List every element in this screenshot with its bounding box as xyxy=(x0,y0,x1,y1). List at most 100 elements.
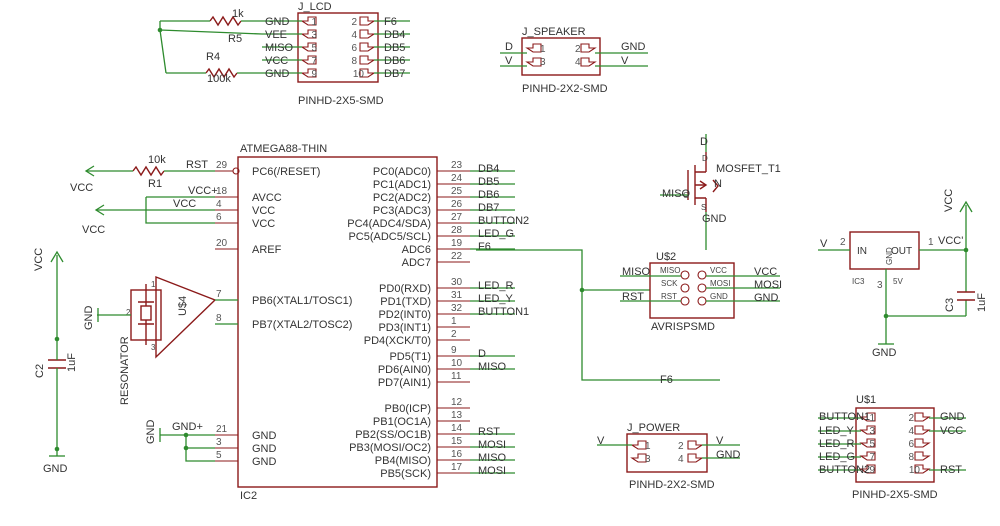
u1-pin-4: 4 xyxy=(908,426,914,437)
j-speaker-name: J_SPEAKER xyxy=(522,26,586,38)
ic3-net-vcc: VCC xyxy=(943,189,955,212)
ic2-pin-label: PD3(INT1) xyxy=(378,322,431,334)
mosfet-pin-d: D xyxy=(702,154,708,163)
j-lcd-net-vee: VEE xyxy=(265,29,287,41)
j-power-connector[interactable]: J_POWER PINHD-2X2-SMD 1 3 2 4 xyxy=(626,422,715,491)
ic2-pin-number: 15 xyxy=(451,436,463,447)
u1-net-vcc: VCC xyxy=(940,425,963,437)
j-lcd-name: J_LCD xyxy=(298,1,332,13)
ic2-pin-number: 10 xyxy=(451,358,463,369)
ic2-name: IC2 xyxy=(240,490,257,502)
ic2-pin-label: PD0(RXD) xyxy=(379,283,431,295)
j-lcd-pin-6: 6 xyxy=(351,43,357,54)
c3-name: C3 xyxy=(944,298,956,312)
u2-net-mosi: MOSI xyxy=(754,279,782,291)
avrisp-u2[interactable]: U$2 AVRISPSMD MISO SCK RST VCC MOSI GND xyxy=(649,251,735,333)
j-power-net-v-right: V xyxy=(716,435,724,447)
ic2-pin-number: 7 xyxy=(216,289,222,300)
u1-net-led-y: LED_Y xyxy=(819,425,855,437)
j-lcd-pin-9: 9 xyxy=(311,69,317,80)
u2-net-gnd: GND xyxy=(754,292,779,304)
resonator-u4[interactable]: U$4 RESONATOR 1 2 3 xyxy=(119,275,217,405)
ic2-net-label: DB4 xyxy=(478,163,499,175)
ic2-pin-label: PC2(ADC2) xyxy=(373,192,431,204)
ic2-pin-number: 1 xyxy=(451,316,457,327)
r1-name: R1 xyxy=(148,178,162,190)
f6-net-label: F6 xyxy=(660,374,673,386)
ic2-pin-label: VCC xyxy=(252,218,275,230)
mosfet-t1[interactable]: MOSFET_T1 N D G S xyxy=(683,152,781,212)
ic2-net-label: MOSI xyxy=(478,439,506,451)
ic2-pin-number: 16 xyxy=(451,449,463,460)
resistor-r5[interactable]: 1k R5 xyxy=(209,8,244,45)
c2-net-gnd: GND xyxy=(43,463,68,475)
capacitor-c2[interactable]: C2 1uF xyxy=(34,353,78,378)
resistor-r4[interactable]: R4 100k xyxy=(205,51,238,85)
u1-pin-7: 7 xyxy=(869,452,875,463)
ic2-pin-number: 11 xyxy=(451,371,462,382)
ic2-pin-number: 23 xyxy=(451,160,463,171)
ic2-pin-label: PB0(ICP) xyxy=(385,403,431,415)
ic2-pin-label: PD7(AIN1) xyxy=(378,377,431,389)
ic2-net-label: MISO xyxy=(478,452,507,464)
j-lcd-connector[interactable]: J_LCD PINHD-2X5-SMD 1 3 5 7 9 2 4 6 8 10 xyxy=(297,1,384,107)
ic2-pin-label: AVCC xyxy=(252,192,282,204)
r1-value: 10k xyxy=(148,154,166,166)
ic2-net-label: BUTTON1 xyxy=(478,306,529,318)
j-lcd-net-gnd-2: GND xyxy=(265,68,290,80)
j-speaker-net-gnd: GND xyxy=(621,41,646,53)
resistor-r1[interactable]: 10k R1 xyxy=(132,154,166,190)
c2-name: C2 xyxy=(34,364,46,378)
ic3-value: 5V xyxy=(893,277,903,286)
u1-pin-5: 5 xyxy=(869,439,875,450)
ic2-pin-number: 29 xyxy=(216,160,228,171)
ic3-pin-num-out: 1 xyxy=(928,237,934,248)
j-lcd-net-db7: DB7 xyxy=(384,68,405,80)
u1-net-led-r: LED_R xyxy=(819,438,855,450)
u2-pin-mosi: MOSI xyxy=(710,279,730,288)
u1-pin-1: 1 xyxy=(869,413,875,424)
u1-pin-8: 8 xyxy=(908,452,914,463)
ic2-atmega88[interactable]: ATMEGA88-THIN IC2 xyxy=(237,143,438,502)
u1-pin-6: 6 xyxy=(908,439,914,450)
j-power-pin-2: 2 xyxy=(678,441,684,452)
u1-value: PINHD-2X5-SMD xyxy=(852,489,938,501)
j-lcd-pin-8: 8 xyxy=(351,56,357,67)
ic2-pin-number: 8 xyxy=(216,313,222,324)
ic2-net-vcc-plus: VCC+ xyxy=(188,185,218,197)
u1-pin-3: 3 xyxy=(869,426,875,437)
ic2-pin-label: AREF xyxy=(252,244,282,256)
mosfet-value: N xyxy=(714,178,722,190)
u4-pin-1: 1 xyxy=(151,280,156,289)
ic2-net-label: MOSI xyxy=(478,465,506,477)
ic2-pin-number: 2 xyxy=(451,329,457,340)
ic2-net-label: MISO xyxy=(478,361,507,373)
c2-net-vcc: VCC xyxy=(33,248,45,271)
ic2-pin-number: 31 xyxy=(451,290,463,301)
j-speaker-connector[interactable]: J_SPEAKER PINHD-2X2-SMD 1 3 2 4 xyxy=(521,26,608,95)
mosfet-net-d: D xyxy=(700,136,708,148)
j-power-pin-4: 4 xyxy=(678,454,684,465)
ic2-pin-label: PC5(ADC5/SCL) xyxy=(348,231,431,243)
ic2-pin-number: 4 xyxy=(216,199,222,210)
regulator-ic3[interactable]: IN OUT GND IC3 5V 2 1 3 xyxy=(840,231,934,291)
j-lcd-net-db6: DB6 xyxy=(384,55,405,67)
capacitor-c3[interactable]: C3 1uF xyxy=(944,291,988,312)
r4-value: 100k xyxy=(207,73,231,85)
mosfet-net-gnd: GND xyxy=(702,213,727,225)
ic2-pin-label: PD6(AIN0) xyxy=(378,364,431,376)
ic3-net-gnd: GND xyxy=(872,347,897,359)
ic2-pin-number: 32 xyxy=(451,303,463,314)
ic2-pin-inverted xyxy=(232,167,240,175)
ic2-pin-label: PB2(SS/OC1B) xyxy=(355,429,431,441)
ic2-pin-number: 27 xyxy=(451,212,463,223)
ic2-pin-label: PD5(T1) xyxy=(389,351,431,363)
ic2-net-label: BUTTON2 xyxy=(478,215,529,227)
j-power-pin-1: 1 xyxy=(645,441,651,452)
ic3-pin-num-in: 2 xyxy=(840,237,846,248)
u2-value: AVRISPSMD xyxy=(651,321,715,333)
u1-header[interactable]: U$1 PINHD-2X5-SMD 1 3 5 7 9 2 4 6 8 10 xyxy=(852,394,938,501)
ic2-pin-label: GND xyxy=(252,430,277,442)
ic2-pin-number: 19 xyxy=(451,238,463,249)
